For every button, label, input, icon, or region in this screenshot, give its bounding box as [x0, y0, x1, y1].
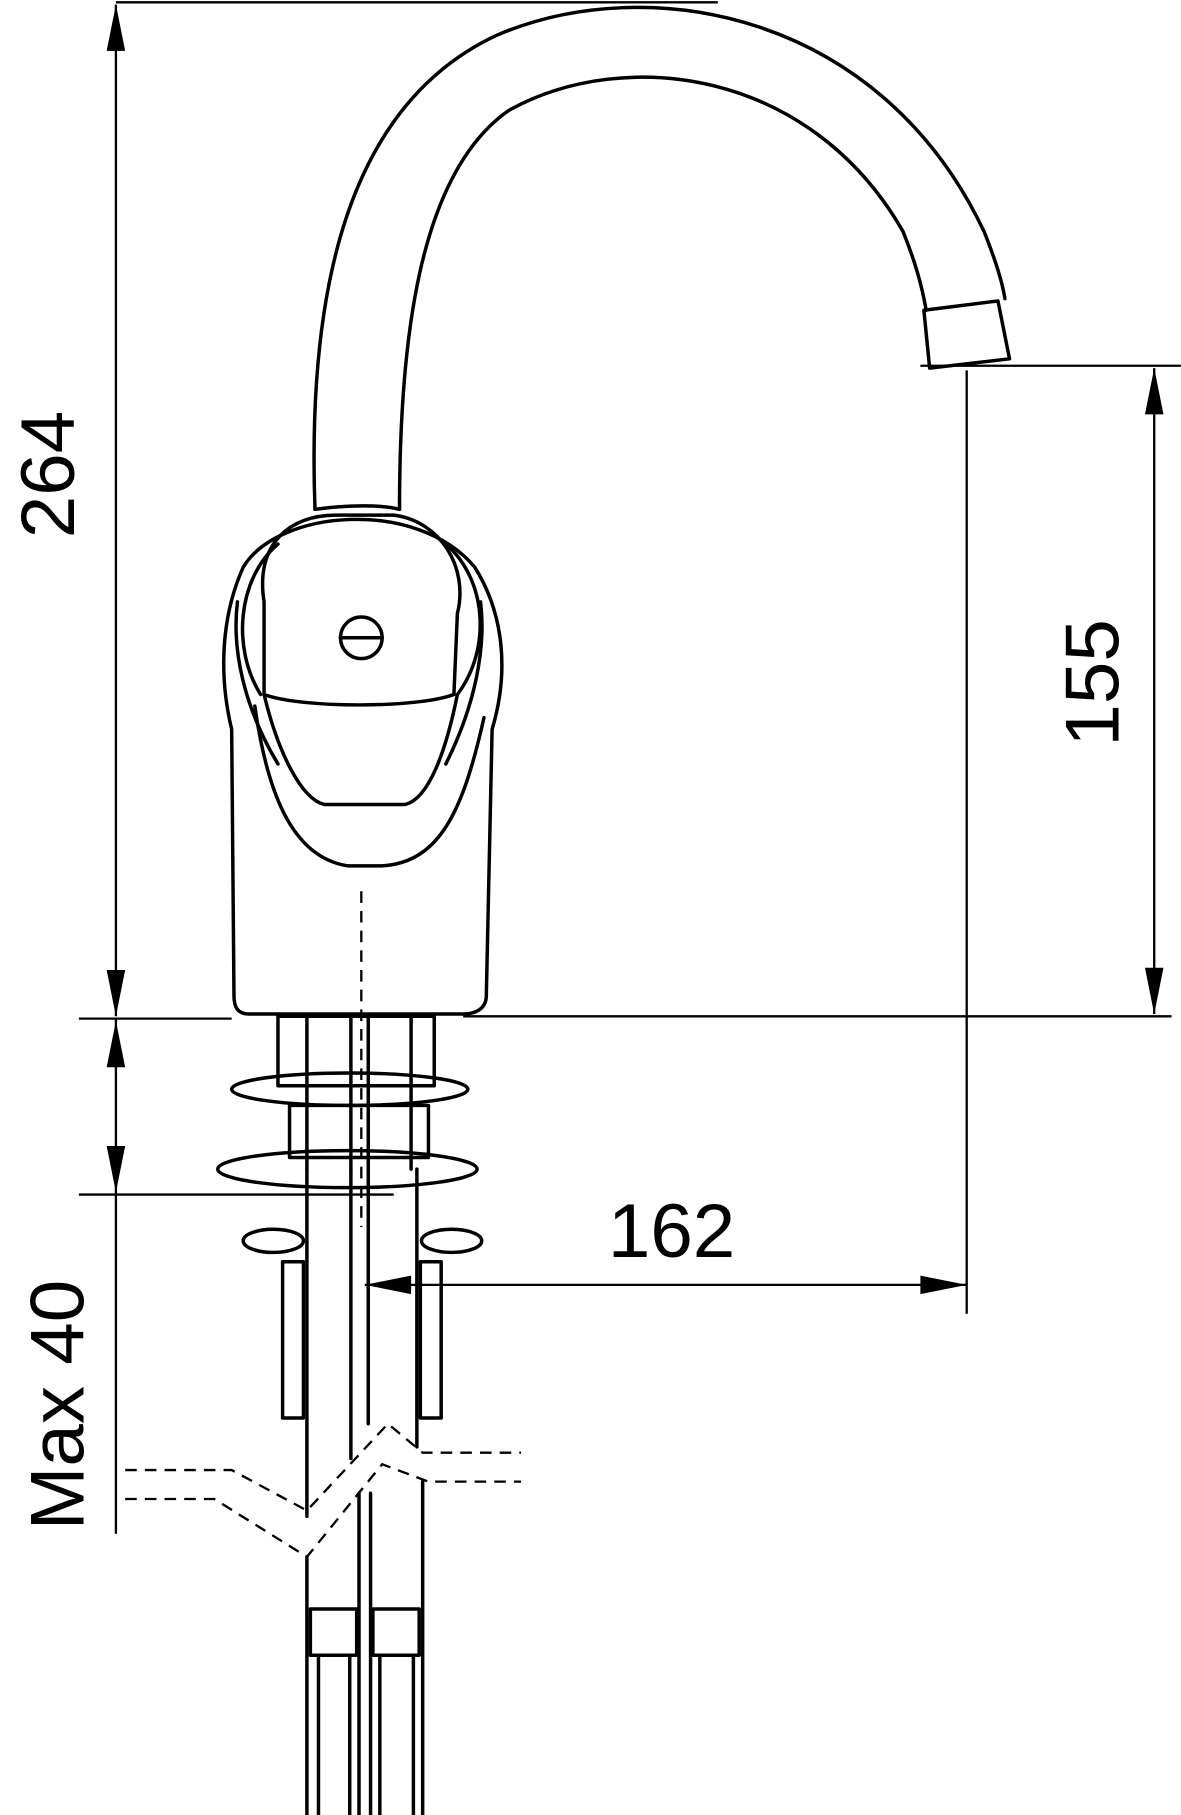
threaded-rod [418, 1259, 443, 1420]
faucet-body [221, 504, 504, 1227]
dimension-total-height: 264 [6, 1, 718, 1017]
threaded-rod [280, 1259, 306, 1420]
dimension-label-155: 155 [1050, 619, 1135, 746]
dimension-label-max-40: Max 40 [16, 1280, 101, 1530]
dimension-label-162: 162 [608, 1189, 735, 1274]
supply-hoses [125, 1167, 522, 1815]
dimension-label-264: 264 [6, 411, 91, 538]
lever-handle [260, 513, 462, 707]
mounting-plate [216, 1148, 479, 1190]
spout-aerator [922, 299, 1012, 370]
dimension-spout-reach: 162 [364, 370, 968, 1314]
dimension-max-deck-thickness: Max 40 [16, 1018, 394, 1534]
mounting-hardware [216, 1014, 484, 1420]
spout [312, 5, 1012, 512]
dimension-spout-height: 155 [920, 364, 1181, 1014]
